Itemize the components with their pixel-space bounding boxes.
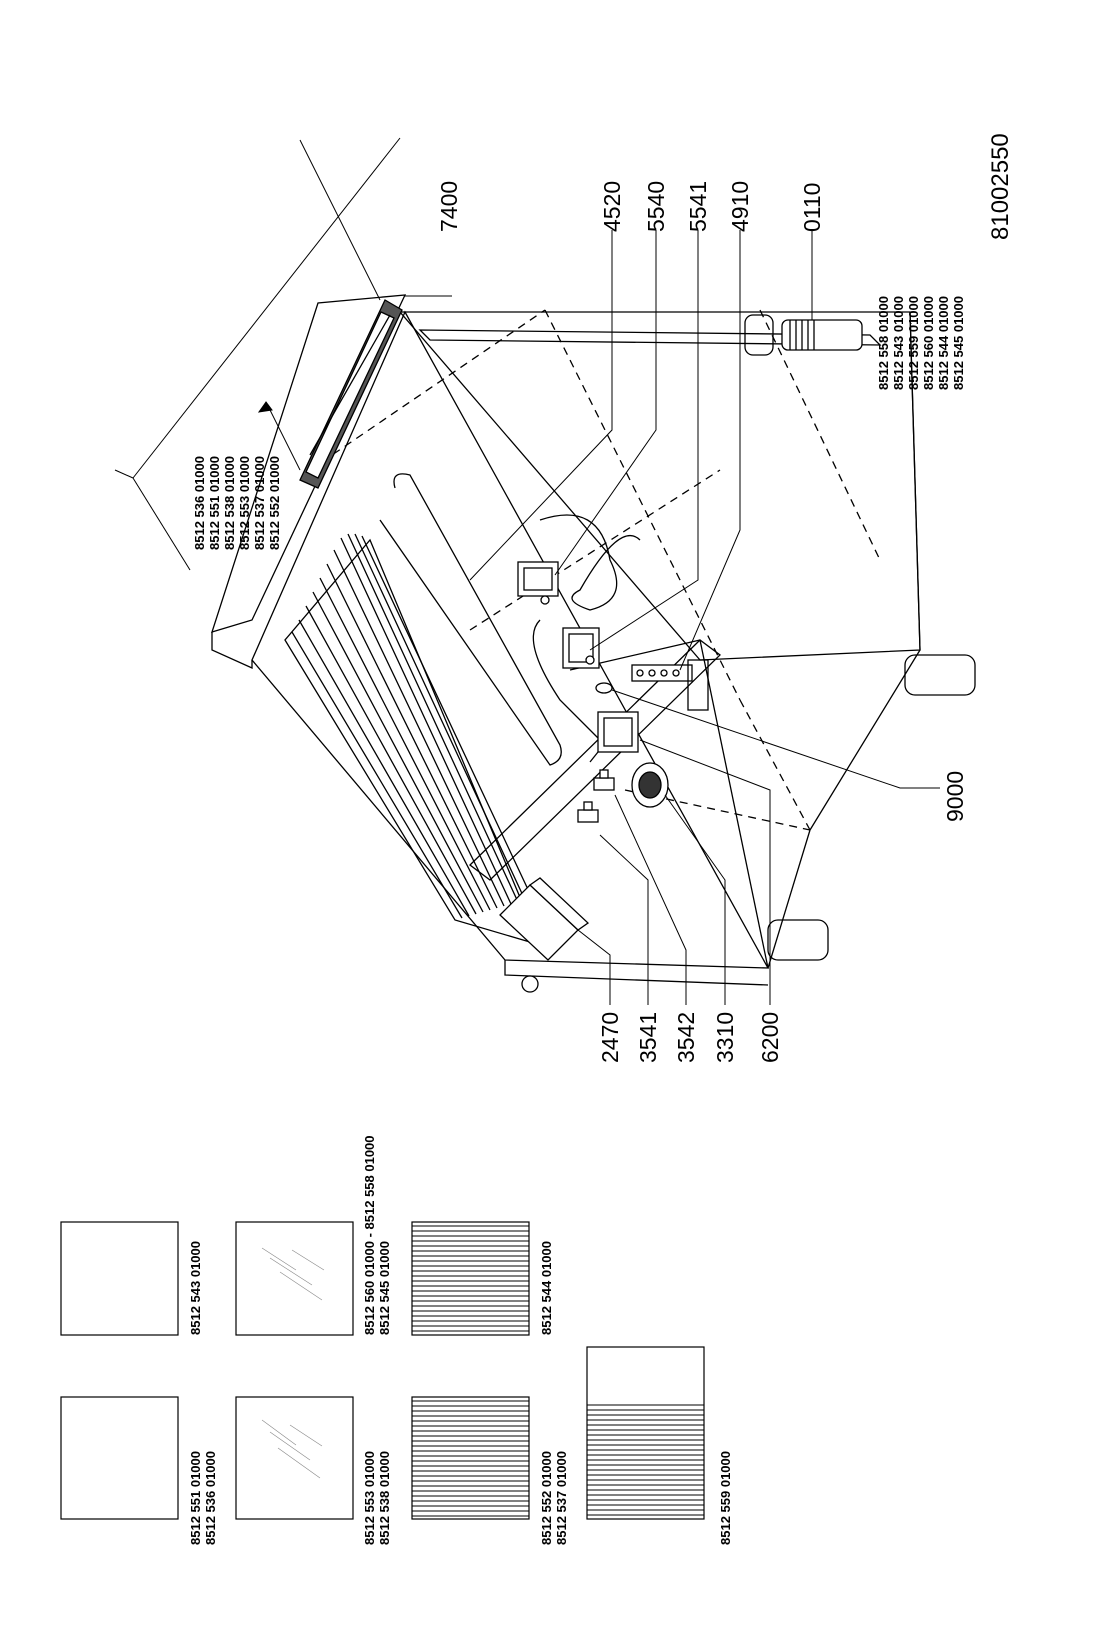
drawing-number: 81002550 [987, 133, 1014, 240]
callout-numbers: 7400 4520 5540 5541 4910 0110 9000 2470 … [436, 133, 1014, 1063]
plate-label: 8512 544 01000 [539, 1241, 554, 1335]
plate-part-numbers-left: 8512 536 01000 8512 551 01000 8512 538 0… [192, 456, 282, 550]
part-number: 8512 551 01000 [207, 456, 222, 550]
plate-swatch-ribbed-small [411, 1396, 530, 1520]
lamp-3542 [593, 769, 615, 791]
plate-label: 8512 537 01000 [554, 1451, 569, 1545]
callout-6200: 6200 [757, 1012, 783, 1063]
splash-guard [418, 329, 882, 346]
part-number: 8512 545 01000 [951, 296, 966, 390]
callout-9000: 9000 [942, 771, 968, 822]
plate-variant-legend [60, 1221, 354, 1520]
callout-3310: 3310 [712, 1012, 738, 1063]
griddle-top-surface [251, 310, 770, 969]
griddle-appliance-drawing [211, 294, 976, 993]
ribbed-swatches [411, 1221, 705, 1520]
front-rail-7400 [299, 299, 403, 489]
lamp-3541 [577, 801, 599, 823]
callout-3542: 3542 [673, 1012, 699, 1063]
part-number: 8512 560 01000 [921, 296, 936, 390]
plate-label: 8512 543 01000 [188, 1241, 203, 1335]
thermostat-5541 [562, 627, 600, 669]
plate-swatch-smooth-small [60, 1396, 179, 1520]
plate-label: 8512 553 01000 [362, 1451, 377, 1545]
part-number: 8512 559 01000 [906, 296, 921, 390]
heating-element [379, 473, 562, 766]
wiring-harness [539, 514, 641, 611]
top-front-edge [211, 632, 253, 670]
part-number: 8512 552 01000 [267, 456, 282, 550]
callout-4520: 4520 [599, 181, 625, 232]
griddle-top-back-edge [211, 294, 407, 633]
plate-swatch-half-ribbed [586, 1346, 705, 1520]
knob-3310 [631, 762, 669, 808]
plate-swatch-ribbed-large [411, 1221, 530, 1336]
plate-label: 8512 551 01000 [188, 1451, 203, 1545]
plate-label: 8512 559 01000 [718, 1451, 733, 1545]
leader-lines [114, 137, 940, 1005]
thermostat-5540 [517, 561, 559, 605]
plate-label: 8512 538 01000 [377, 1451, 392, 1545]
plate-label: 8512 560 01000 - 8512 558 01000 [362, 1135, 377, 1335]
brand-plate [687, 659, 709, 711]
callout-2470: 2470 [597, 1012, 623, 1063]
callout-0110: 0110 [799, 183, 825, 232]
callout-7400: 7400 [436, 181, 462, 232]
part-number: 8512 543 01000 [891, 296, 906, 390]
plate-legend-labels: 8512 551 01000 8512 536 01000 8512 543 0… [188, 1135, 733, 1545]
body-top-outline [398, 311, 921, 661]
part-number: 8512 536 01000 [192, 456, 207, 550]
callout-4910: 4910 [727, 181, 753, 232]
chrome-texture [261, 1419, 323, 1479]
callout-3541: 3541 [635, 1012, 661, 1063]
terminal-block-4910 [631, 664, 693, 682]
ribbed-plate-zone [284, 533, 542, 947]
plate-swatch-chrome-large [235, 1221, 354, 1336]
part-number: 8512 538 01000 [222, 456, 237, 550]
foot-0110 [781, 319, 863, 351]
callout-5540: 5540 [643, 181, 669, 232]
plate-label: 8512 536 01000 [203, 1451, 218, 1545]
plate-swatch-smooth-large [60, 1221, 179, 1336]
part-number: 8512 537 01000 [252, 456, 267, 550]
switch-6200 [589, 711, 639, 763]
part-number: 8512 544 01000 [936, 296, 951, 390]
fitting-9000 [595, 682, 613, 694]
legs [744, 314, 976, 961]
callout-5541: 5541 [685, 181, 711, 232]
plate-label: 8512 545 01000 [377, 1241, 392, 1335]
part-number: 8512 558 01000 [876, 296, 891, 390]
plate-part-numbers-right: 8512 558 01000 8512 543 01000 8512 559 0… [876, 296, 966, 390]
plate-label: 8512 552 01000 [539, 1451, 554, 1545]
plate-swatch-chrome-small [235, 1396, 354, 1520]
part-number: 8512 553 01000 [237, 456, 252, 550]
